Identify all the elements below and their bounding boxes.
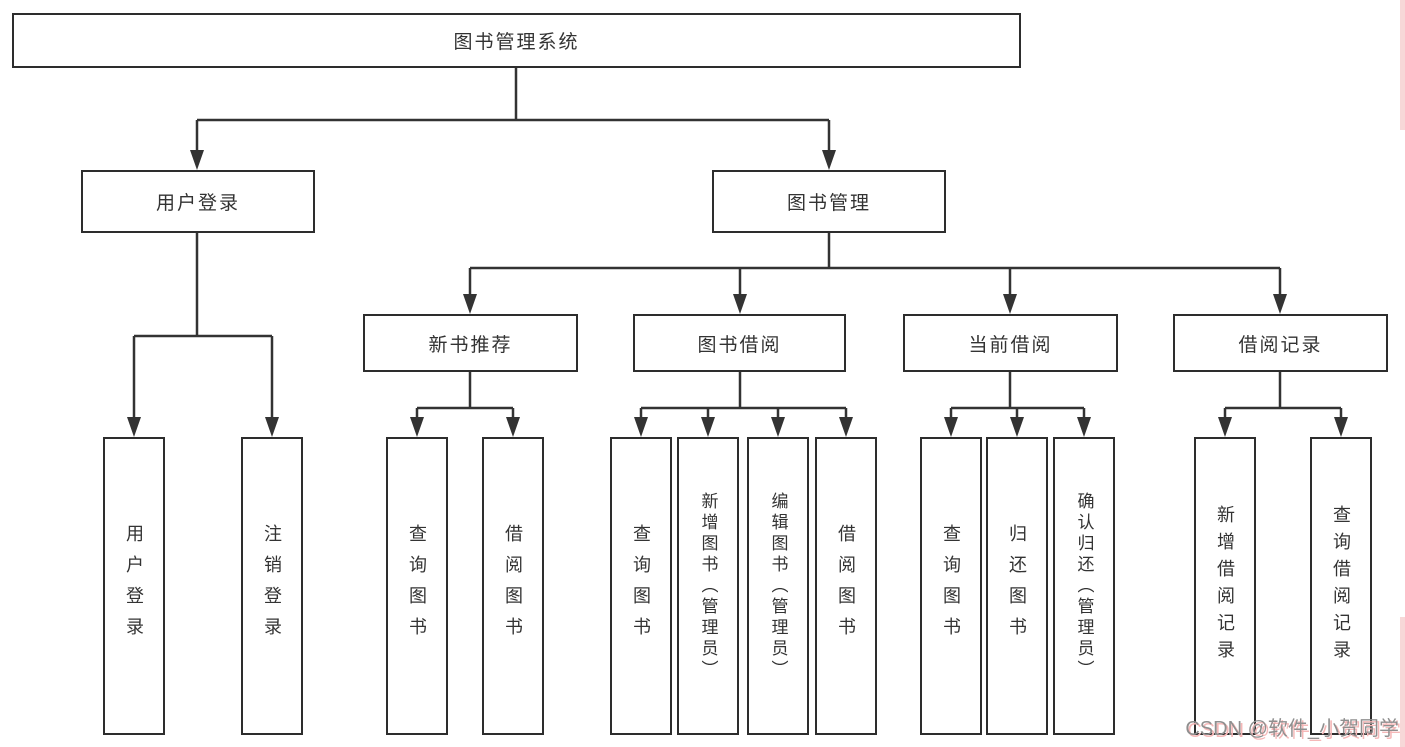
- leaf-query-books-recommend: 查询图书: [386, 437, 448, 735]
- leaf-return-books: 归还图书: [986, 437, 1048, 735]
- node-user-login: 用户登录: [81, 170, 315, 233]
- watermark-edge-strip-bottom: [1400, 617, 1405, 747]
- node-new-book-recommend-label: 新书推荐: [428, 334, 513, 356]
- node-book-management-label: 图书管理: [786, 193, 871, 214]
- node-book-management: 图书管理: [712, 170, 946, 233]
- node-system-root: 图书管理系统: [12, 13, 1021, 68]
- leaf-borrow-books-recommend: 借阅图书: [482, 437, 544, 735]
- node-current-borrowing: 当前借阅: [903, 314, 1118, 372]
- leaf-query-borrow-record: 查询借阅记录: [1310, 437, 1372, 735]
- leaf-borrow-books-label: 借阅图书: [836, 524, 856, 648]
- leaf-confirm-return-admin-label: 确认归还（管理员）: [1074, 491, 1094, 681]
- node-system-root-label: 图书管理系统: [453, 32, 580, 53]
- node-borrowing-records: 借阅记录: [1173, 314, 1388, 372]
- leaf-query-books-current-label: 查询图书: [941, 524, 961, 648]
- node-user-login-label: 用户登录: [155, 193, 240, 214]
- leaf-user-login-label: 用户登录: [124, 524, 144, 648]
- watermark-edge-strip-top: [1400, 0, 1405, 130]
- leaf-query-books-borrowing-label: 查询图书: [631, 524, 651, 648]
- leaf-add-books-admin-label: 新增图书（管理员）: [698, 491, 718, 681]
- node-borrowing-records-label: 借阅记录: [1238, 334, 1323, 356]
- leaf-query-books-borrowing: 查询图书: [610, 437, 672, 735]
- node-current-borrowing-label: 当前借阅: [968, 334, 1053, 356]
- leaf-logout-label: 注销登录: [262, 524, 282, 648]
- leaf-edit-books-admin-label: 编辑图书（管理员）: [768, 491, 788, 681]
- leaf-query-books-current: 查询图书: [920, 437, 982, 735]
- leaf-query-borrow-record-label: 查询借阅记录: [1331, 505, 1351, 667]
- leaf-add-borrow-record-label: 新增借阅记录: [1215, 505, 1235, 667]
- leaf-add-books-admin: 新增图书（管理员）: [677, 437, 739, 735]
- leaf-borrow-books-recommend-label: 借阅图书: [503, 524, 523, 648]
- leaf-logout: 注销登录: [241, 437, 303, 735]
- node-book-borrowing: 图书借阅: [633, 314, 846, 372]
- leaf-confirm-return-admin: 确认归还（管理员）: [1053, 437, 1115, 735]
- leaf-borrow-books: 借阅图书: [815, 437, 877, 735]
- leaf-query-books-recommend-label: 查询图书: [407, 524, 427, 648]
- leaf-edit-books-admin: 编辑图书（管理员）: [747, 437, 809, 735]
- leaf-return-books-label: 归还图书: [1007, 524, 1027, 648]
- watermark: CSDN @软件_小贺同学: [1185, 718, 1399, 740]
- node-book-borrowing-label: 图书借阅: [697, 334, 782, 356]
- leaf-add-borrow-record: 新增借阅记录: [1194, 437, 1256, 735]
- leaf-user-login: 用户登录: [103, 437, 165, 735]
- node-new-book-recommend: 新书推荐: [363, 314, 578, 372]
